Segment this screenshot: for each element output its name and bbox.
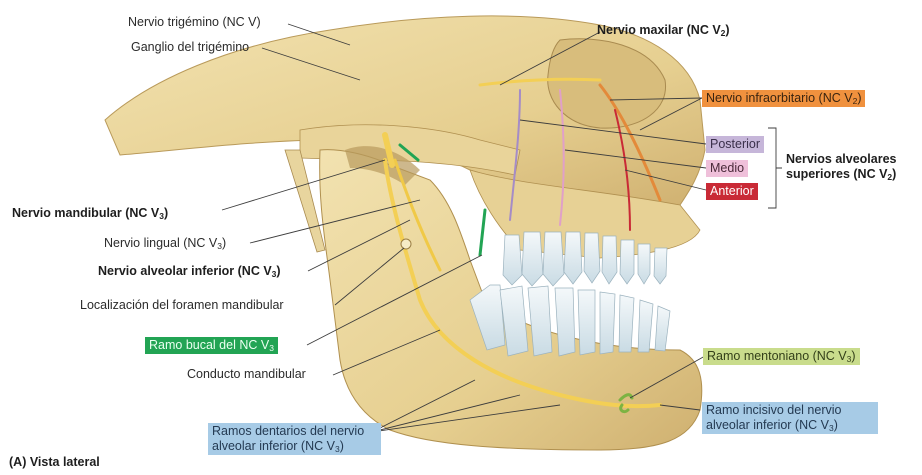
label-mandibular-foramen: Localización del foramen mandibular	[80, 298, 284, 313]
label-infraorbital-nerve: Nervio infraorbitario (NC V2)	[702, 90, 865, 107]
label-mandibular-canal: Conducto mandibular	[187, 367, 306, 382]
label-superior-alveolar-nerves: Nervios alveolares superiores (NC V2)	[786, 152, 897, 182]
label-medio: Medio	[706, 160, 748, 177]
label-trigeminal-nerve: Nervio trigémino (NC V)	[128, 15, 261, 30]
label-inferior-alveolar-nerve: Nervio alveolar inferior (NC V3)	[98, 264, 281, 279]
label-maxillary-nerve: Nervio maxilar (NC V2)	[597, 23, 730, 38]
label-posterior: Posterior	[706, 136, 764, 153]
label-lingual-nerve: Nervio lingual (NC V3)	[104, 236, 226, 251]
label-dental-branches: Ramos dentarios del nervio alveolar infe…	[208, 423, 381, 455]
styloid-process	[285, 150, 325, 252]
label-mental-branch: Ramo mentoniano (NC V3)	[703, 348, 860, 365]
label-buccal-branch: Ramo bucal del NC V3	[145, 337, 278, 354]
label-anterior: Anterior	[706, 183, 758, 200]
mandibular-foramen	[401, 239, 411, 249]
superior-alveolar-bracket	[768, 128, 782, 208]
label-trigeminal-ganglion: Ganglio del trigémino	[131, 40, 249, 55]
label-mandibular-nerve: Nervio mandibular (NC V3)	[12, 206, 168, 221]
lower-teeth	[470, 285, 670, 356]
buccal-nerve	[480, 210, 485, 255]
panel-label: (A) Vista lateral	[9, 455, 100, 470]
label-incisive-branch: Ramo incisivo del nervio alveolar inferi…	[702, 402, 878, 434]
